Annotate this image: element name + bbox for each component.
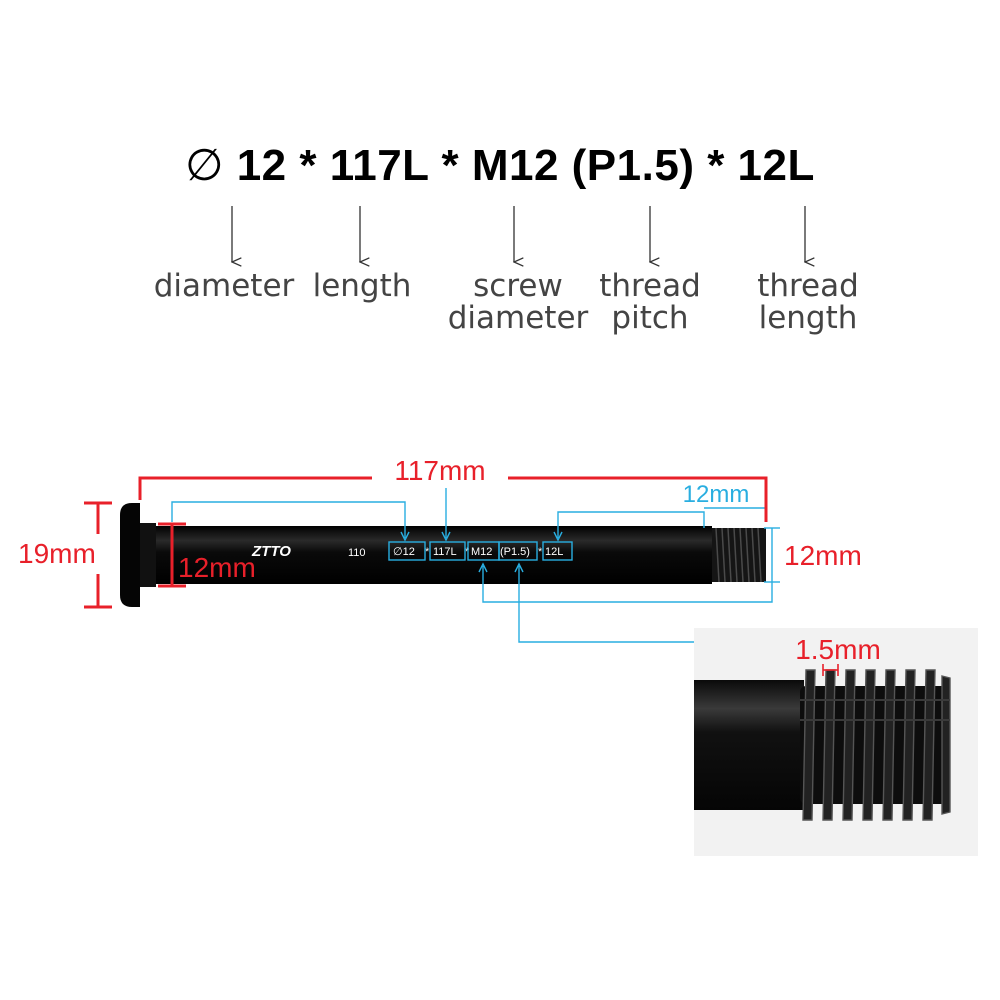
box-length: [429, 541, 466, 561]
axle-mark-pitch: (P1.5): [500, 546, 530, 558]
box-tlen: [542, 541, 573, 561]
label-thread-pitch: 1.5mm: [795, 634, 881, 665]
diameter-symbol: ∅: [185, 141, 224, 190]
cyan-callouts: [171, 488, 780, 643]
term-thread-pitch: thread pitch: [599, 268, 701, 336]
axle-thread: [712, 527, 766, 583]
axle-head: [120, 503, 140, 607]
label-thread-length: 12mm: [683, 481, 750, 508]
term-length: length: [312, 268, 412, 304]
axle-mark-sep1: *: [425, 546, 430, 558]
spec-title: ∅ 12 * 117L * M12 (P1.5) * 12L: [0, 140, 1000, 191]
axle-size: 110: [348, 547, 366, 559]
callout-pitch: [518, 566, 694, 643]
callout-thread-length: [557, 511, 705, 538]
axle-mark-tlen: 12L: [545, 546, 563, 558]
inset-shaft: [694, 680, 804, 810]
axle-shaft: [156, 526, 712, 584]
red-dimensions: [84, 476, 768, 609]
dim-overall-left: [138, 476, 372, 500]
spec-text: 12 * 117L * M12 (P1.5) * 12L: [236, 141, 815, 190]
callout-shaft-dia: [171, 501, 406, 538]
axle-head-neck: [140, 523, 156, 587]
axle-mark-screw: M12: [471, 546, 492, 558]
pitch-marker: [822, 664, 839, 676]
term-diameter: diameter: [153, 268, 295, 304]
axle-brand: ZTTO: [251, 543, 291, 560]
label-screw-diameter: 12mm: [784, 540, 862, 571]
label-head-diameter: 19mm: [18, 538, 96, 569]
term-screw-diameter: screw diameter: [447, 268, 589, 336]
callout-screw-dia: [482, 528, 773, 603]
label-overall-length: 117mm: [394, 455, 485, 486]
axle: ZTTO 110 ∅12 * 117L * M12 (P1.5) * 12L: [120, 503, 766, 607]
term-thread-length: thread length: [757, 268, 859, 336]
dim-overall-right: [508, 476, 768, 522]
box-pitch: [498, 541, 538, 561]
axle-mark-length: 117L: [433, 546, 457, 558]
axle-mark-dia: ∅12: [393, 546, 415, 558]
term-arrows: [232, 206, 805, 262]
axle-mark-sep3: *: [538, 546, 543, 558]
label-shaft-diameter: 12mm: [178, 552, 256, 583]
box-dia: [388, 541, 426, 561]
thread-zoom-inset: 1.5mm: [694, 628, 978, 856]
